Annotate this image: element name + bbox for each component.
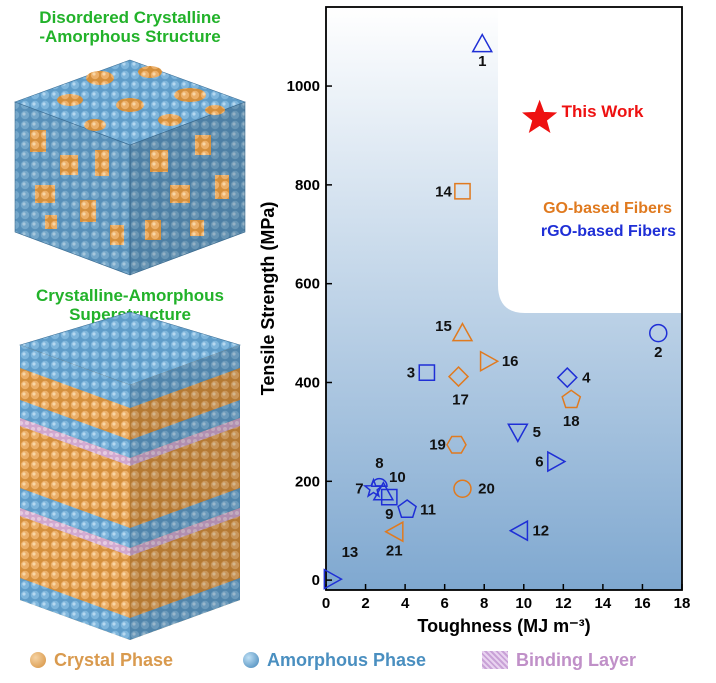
- legend-crystal-label: Crystal Phase: [54, 650, 174, 670]
- point-9-label: 9: [385, 506, 393, 523]
- crystal-phase-sphere-icon: [30, 652, 46, 668]
- point-10-marker: [372, 481, 395, 501]
- legend-binding-layer: Binding Layer: [482, 650, 636, 671]
- point-5-label: 5: [533, 424, 541, 441]
- x-tick-label: 16: [634, 595, 651, 612]
- point-10-label: 10: [389, 469, 406, 486]
- disordered-structure-title-line1: Disordered Crystalline: [39, 8, 221, 27]
- point-13-marker: [323, 568, 343, 590]
- point-15-marker: [451, 322, 474, 342]
- binding-layer-swatch-icon: [482, 651, 508, 669]
- point-20-marker: [453, 479, 472, 498]
- chart-plot-area: [325, 6, 683, 591]
- rgo-fibers-legend-label: rGO-based Fibers: [541, 223, 676, 240]
- point-1-label: 1: [478, 53, 486, 70]
- point-14-label: 14: [435, 183, 452, 200]
- disordered-cube: [14, 59, 246, 276]
- point-19-label: 19: [429, 437, 446, 454]
- x-tick-label: 6: [440, 595, 448, 612]
- point-14-marker: [454, 182, 471, 200]
- point-21-label: 21: [386, 543, 403, 560]
- y-tick-label: 600: [295, 276, 320, 293]
- layered-superstructure: [19, 311, 241, 640]
- y-axis-label: Tensile Strength (MPa): [258, 202, 278, 396]
- point-19-marker: [446, 435, 467, 454]
- point-12-marker: [508, 519, 529, 542]
- this-work-label: This Work: [562, 102, 644, 121]
- point-21-marker: [384, 520, 404, 543]
- point-6-marker: [547, 450, 567, 473]
- point-7-label: 7: [355, 481, 363, 498]
- x-tick-label: 8: [480, 595, 488, 612]
- legend-binding-label: Binding Layer: [516, 650, 637, 670]
- disordered-structure-title-line2: -Amorphous Structure: [39, 27, 221, 46]
- disordered-structure-title: Disordered Crystalline -Amorphous Struct…: [10, 8, 250, 46]
- point-1-marker: [471, 33, 494, 53]
- y-tick-label: 1000: [287, 78, 320, 95]
- y-tick-label: 400: [295, 374, 320, 391]
- legend-crystal-phase: Crystal Phase: [30, 650, 173, 671]
- x-tick-label: 2: [361, 595, 369, 612]
- point-6-label: 6: [535, 454, 543, 471]
- point-16-marker: [479, 350, 500, 373]
- point-4-label: 4: [582, 370, 591, 387]
- point-3-label: 3: [407, 365, 415, 382]
- y-tick-label: 200: [295, 473, 320, 490]
- x-tick-label: 10: [515, 595, 532, 612]
- point-8-marker: [371, 477, 388, 487]
- point-4-marker: [556, 366, 578, 389]
- point-2-marker: [649, 323, 668, 343]
- y-tick-label: 0: [312, 572, 320, 589]
- point-5-marker: [507, 423, 529, 443]
- point-8-label: 8: [375, 455, 383, 472]
- amorphous-phase-sphere-icon: [243, 652, 259, 668]
- point-2-label: 2: [654, 344, 662, 361]
- point-17-marker: [447, 366, 470, 388]
- legend-amorphous-label: Amorphous Phase: [267, 650, 427, 670]
- this-work-star-marker: [522, 99, 558, 134]
- x-tick-label: 14: [595, 595, 612, 612]
- point-12-label: 12: [532, 523, 549, 540]
- point-18-label: 18: [563, 413, 580, 430]
- point-3-marker: [418, 364, 436, 381]
- x-tick-label: 0: [322, 595, 330, 612]
- point-9-marker: [380, 488, 398, 506]
- point-11-label: 11: [420, 501, 436, 518]
- point-13-label: 13: [342, 544, 359, 561]
- x-tick-label: 12: [555, 595, 572, 612]
- legend-amorphous-phase: Amorphous Phase: [243, 650, 426, 671]
- point-18-marker: [561, 389, 582, 409]
- point-17-label: 17: [452, 392, 469, 409]
- point-20-label: 20: [478, 481, 495, 498]
- point-15-label: 15: [435, 318, 452, 335]
- superstructure-title-line1: Crystalline-Amorphous: [36, 286, 224, 305]
- point-16-label: 16: [502, 353, 519, 370]
- go-fibers-legend-label: GO-based Fibers: [543, 200, 672, 217]
- y-tick-label: 800: [295, 177, 320, 194]
- x-axis-label: Toughness (MJ m⁻³): [417, 616, 590, 636]
- point-11-marker: [397, 499, 417, 518]
- x-tick-label: 4: [401, 595, 410, 612]
- x-tick-label: 18: [674, 595, 691, 612]
